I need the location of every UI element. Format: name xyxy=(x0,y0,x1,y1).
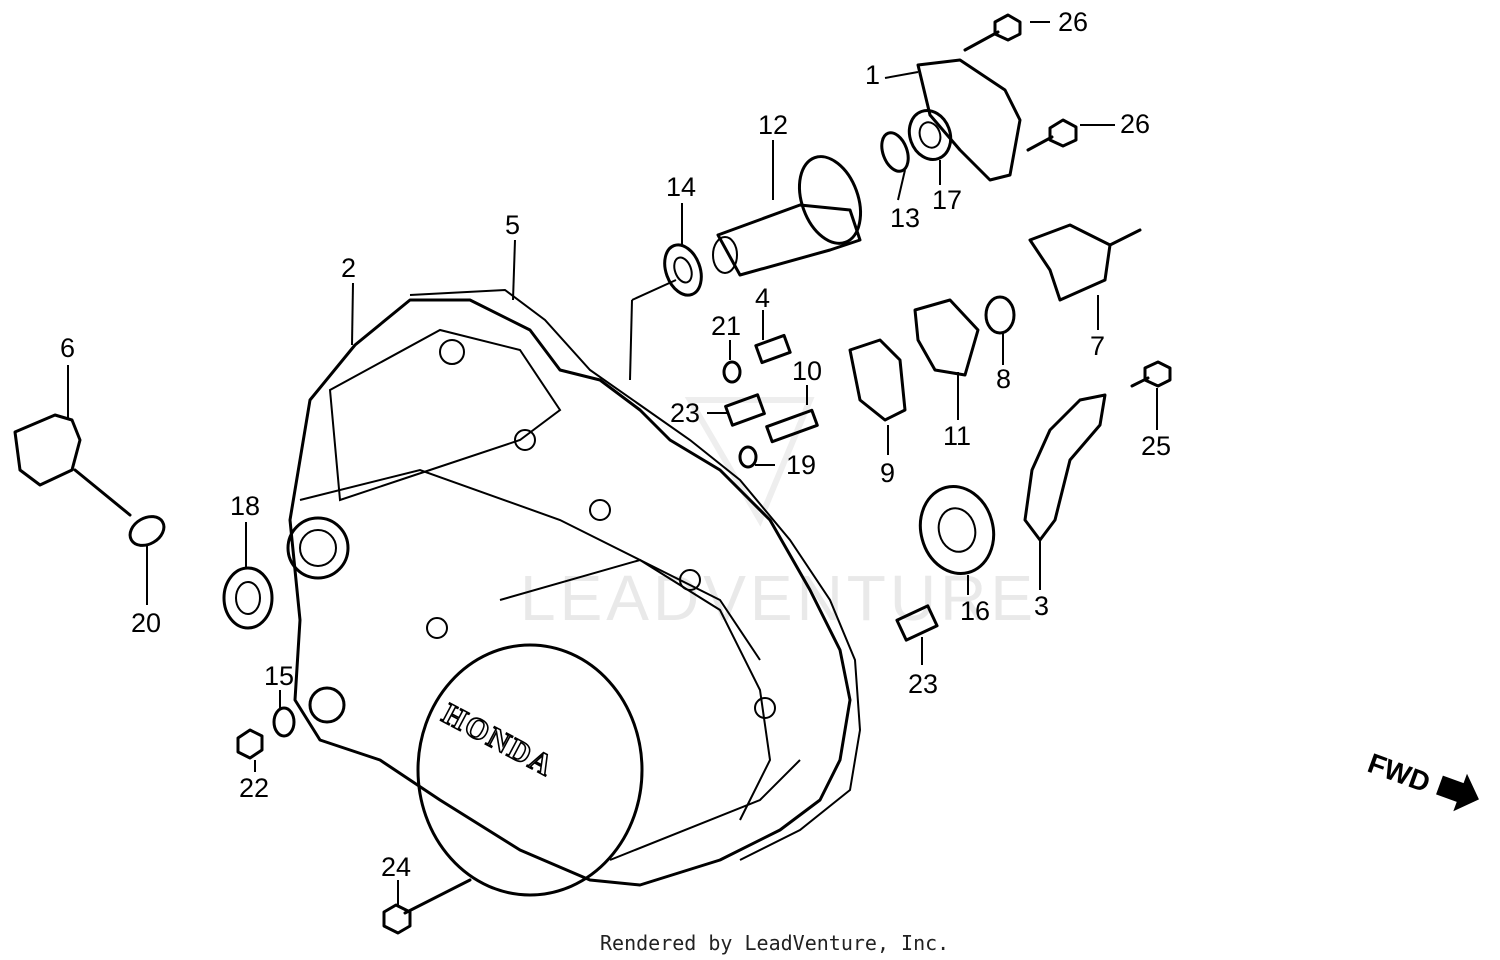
callout-25: 25 xyxy=(1141,431,1171,461)
callout-11: 11 xyxy=(943,421,971,451)
fwd-label: FWD xyxy=(1364,747,1435,798)
callout-21: 21 xyxy=(711,311,741,341)
washer-21 xyxy=(722,360,742,384)
callout-16: 16 xyxy=(960,596,990,626)
pin-4 xyxy=(754,333,792,365)
stopper-3 xyxy=(1023,393,1107,542)
callout-24: 24 xyxy=(381,852,411,882)
footer-credit: Rendered by LeadVenture, Inc. xyxy=(600,931,949,955)
callout-22: 22 xyxy=(239,773,269,803)
callout-23-upper: 23 xyxy=(670,398,700,428)
forward-arrow: FWD xyxy=(1364,747,1479,812)
watermark-text: LEADVENTURE xyxy=(520,562,1037,634)
ring-13 xyxy=(880,131,910,173)
collar-23-lower xyxy=(895,604,939,642)
callouts: 1 2 3 4 5 6 7 8 9 10 11 12 13 14 15 16 1… xyxy=(60,7,1171,882)
nut-22 xyxy=(236,728,264,760)
bolt-26-lower xyxy=(1026,118,1078,152)
cam-9 xyxy=(848,338,907,422)
callout-4: 4 xyxy=(755,283,770,313)
callout-7: 7 xyxy=(1090,331,1105,361)
callout-3: 3 xyxy=(1034,591,1049,621)
callout-13: 13 xyxy=(890,203,920,233)
collar-23-upper xyxy=(724,393,766,427)
callout-1: 1 xyxy=(865,60,880,90)
callout-6: 6 xyxy=(60,333,75,363)
callout-8: 8 xyxy=(996,364,1011,394)
oil-seal-18 xyxy=(222,566,274,630)
spring-8 xyxy=(984,295,1016,335)
bolt-25 xyxy=(1130,360,1172,388)
callout-9: 9 xyxy=(880,458,895,488)
washer-15 xyxy=(272,706,296,738)
callout-26-lower: 26 xyxy=(1120,109,1150,139)
honda-cover-logo: HONDA xyxy=(437,697,560,783)
callout-20: 20 xyxy=(131,608,161,638)
callout-23-lower: 23 xyxy=(908,669,938,699)
callout-26-upper: 26 xyxy=(1058,7,1088,37)
arm-7 xyxy=(1028,223,1142,302)
callout-14: 14 xyxy=(666,172,696,202)
watermark-logo xyxy=(684,397,815,527)
leader-lines xyxy=(67,21,1158,905)
callout-17: 17 xyxy=(932,185,962,215)
callout-2: 2 xyxy=(341,253,356,283)
bolt-10 xyxy=(765,408,819,444)
shaft-12 xyxy=(712,155,862,277)
plate-1 xyxy=(916,58,1022,182)
seal-14 xyxy=(663,243,703,297)
washer-19 xyxy=(738,445,758,469)
callout-10: 10 xyxy=(792,356,822,386)
callout-18: 18 xyxy=(230,491,260,521)
o-ring-20 xyxy=(128,515,166,547)
callout-19: 19 xyxy=(786,450,816,480)
plate-11 xyxy=(913,298,980,377)
oil-filler-cap xyxy=(13,413,132,517)
callout-15: 15 xyxy=(264,661,294,691)
bolt-26-upper xyxy=(963,13,1022,52)
bearing-17 xyxy=(907,109,953,161)
callout-12: 12 xyxy=(758,110,788,140)
bearing-16 xyxy=(918,484,996,576)
callout-5: 5 xyxy=(505,210,520,240)
bolt-24 xyxy=(382,878,472,935)
